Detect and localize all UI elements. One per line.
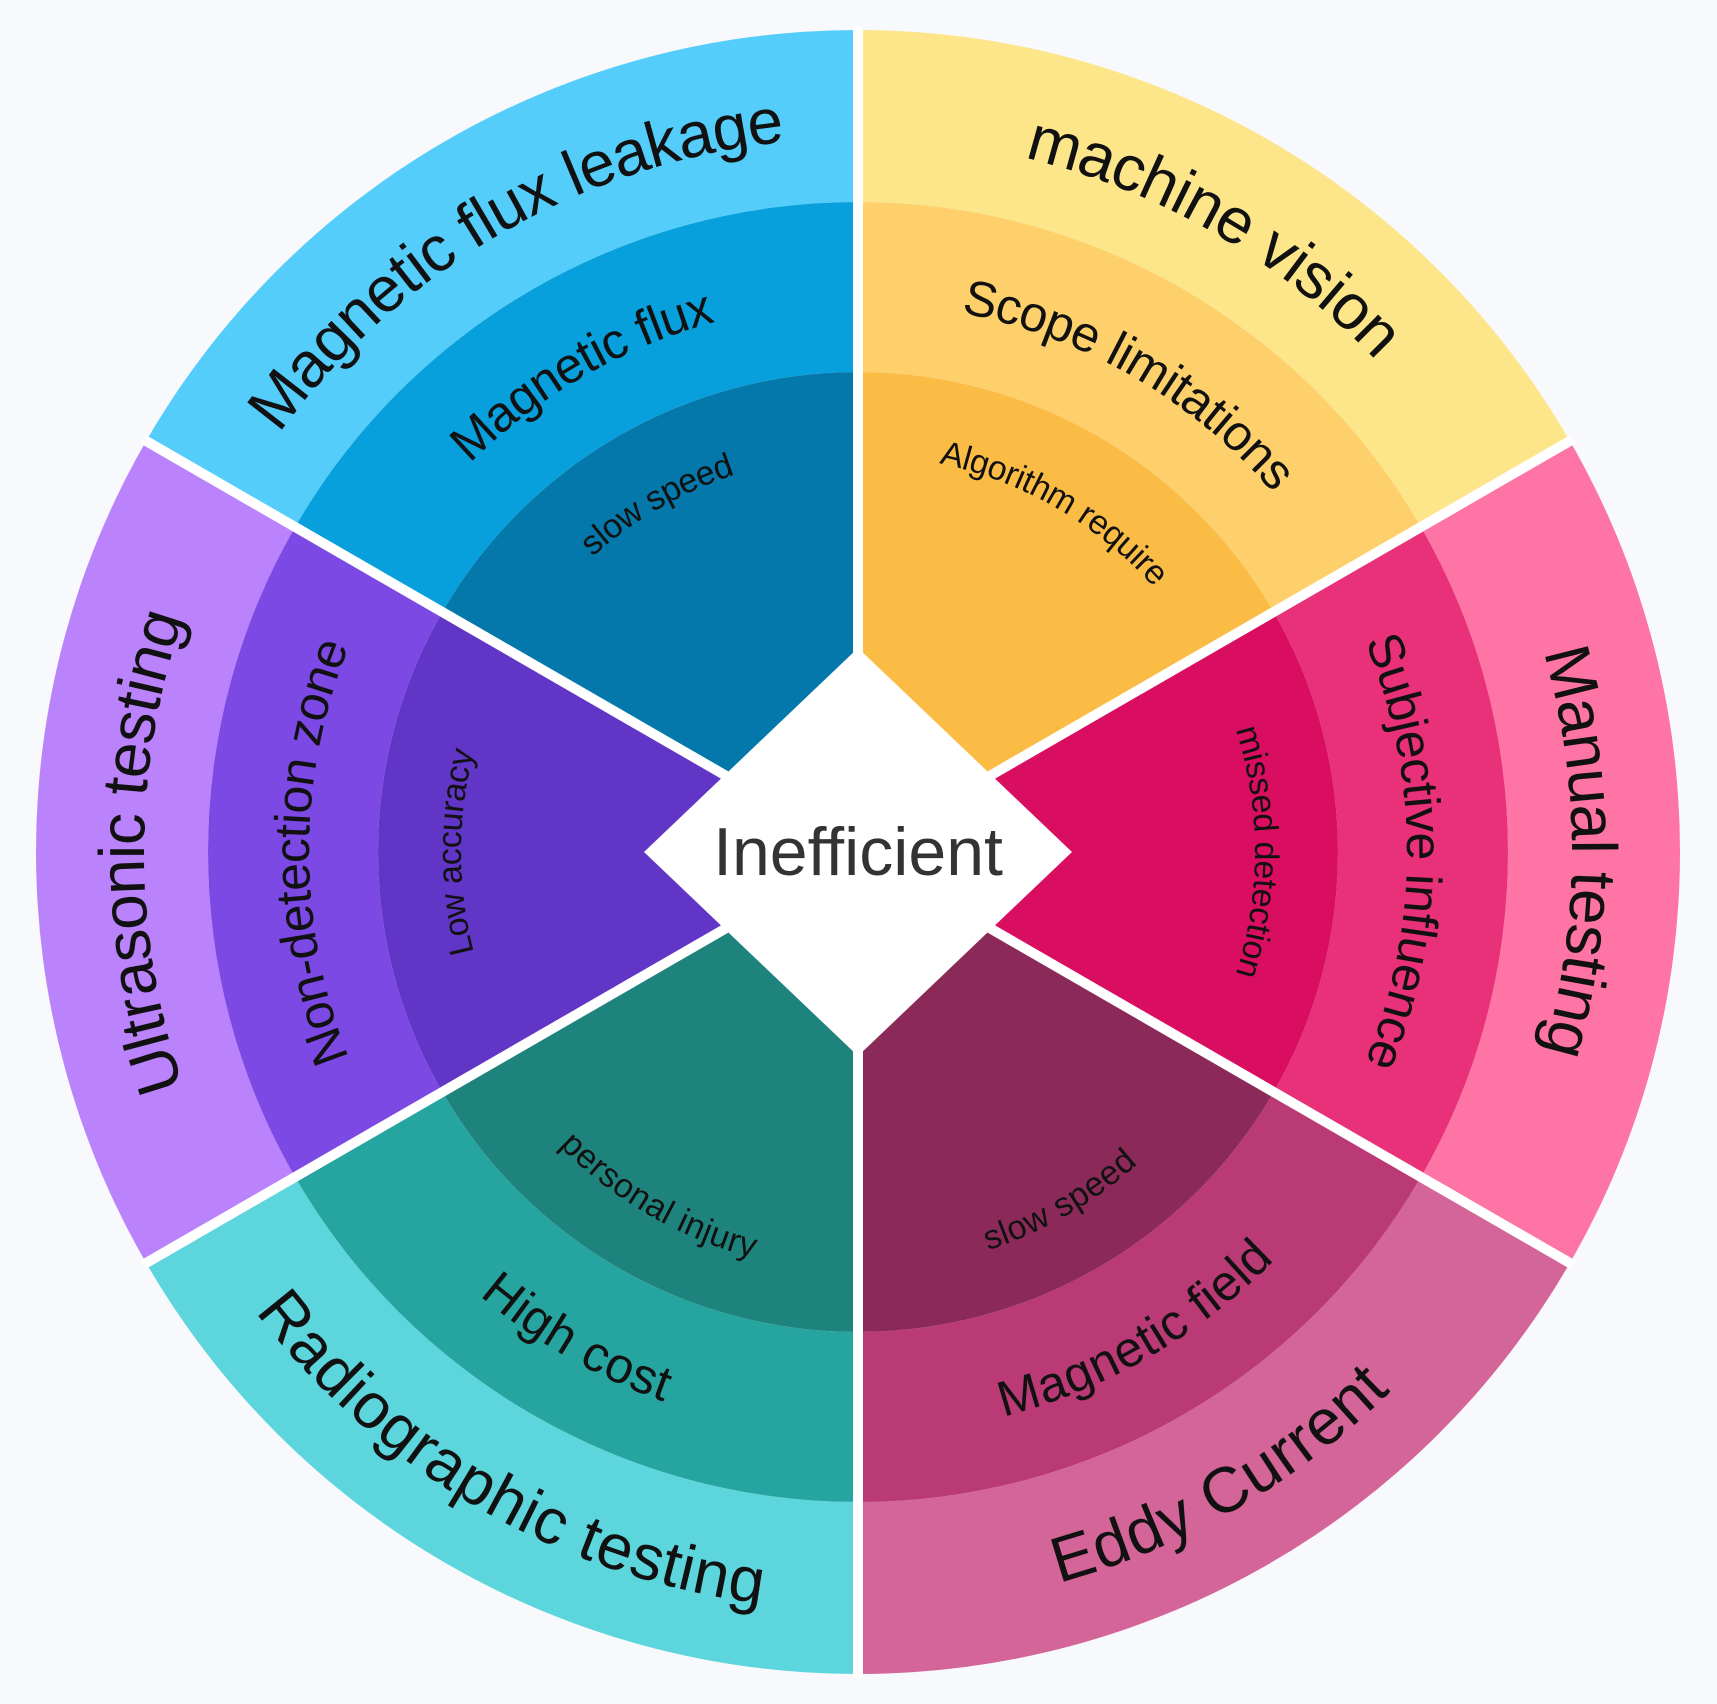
manual-testing-middle-band	[1273, 527, 1508, 1177]
ring-bands	[35, 30, 1680, 1674]
radiographic-testing-outer-band	[146, 1177, 858, 1674]
ultrasonic-testing-middle-band	[207, 527, 443, 1177]
ultrasonic-testing-outer-band	[35, 441, 296, 1263]
machine-vision-middle-band	[858, 202, 1421, 612]
magnetic-flux-leakage-outer-band	[146, 30, 858, 527]
eddy-current-inner-band	[858, 852, 1274, 1332]
ultrasonic-testing-inner-band	[377, 612, 858, 1092]
eddy-current-outer-band	[858, 1177, 1570, 1674]
center-hub: Inefficient	[644, 648, 1072, 1056]
machine-vision-inner-band	[858, 372, 1274, 852]
machine-vision-outer-band	[858, 30, 1570, 527]
radiographic-testing-middle-band	[295, 1092, 858, 1502]
radiographic-testing-inner-band	[442, 852, 858, 1332]
center-label: Inefficient	[713, 814, 1003, 890]
magnetic-flux-leakage-inner-band	[442, 372, 858, 852]
manual-testing-inner-band	[858, 612, 1338, 1092]
magnetic-flux-leakage-middle-band	[295, 202, 858, 612]
eddy-current-middle-band	[858, 1092, 1421, 1502]
center-diamond	[644, 648, 1072, 1056]
manual-testing-outer-band	[1420, 441, 1680, 1263]
